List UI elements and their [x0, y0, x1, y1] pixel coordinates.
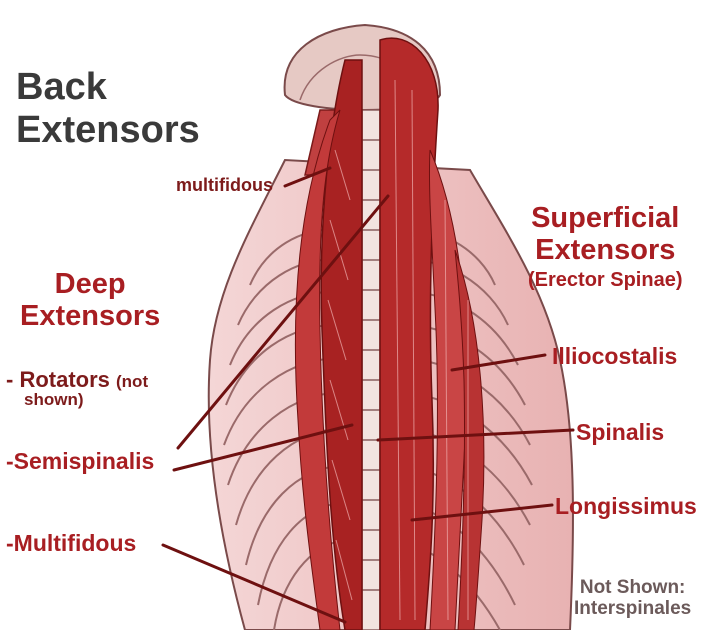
superficial-line-1: Superficial	[531, 202, 680, 234]
label-spinalis: Spinalis	[576, 419, 665, 445]
not-shown-note: Not Shown: Interspinales	[574, 577, 692, 620]
rotators-note-2: shown)	[24, 390, 84, 410]
label-multifidous-top: multifidous	[176, 175, 273, 195]
rotators-note-1: (not	[116, 372, 149, 391]
leader-multifidous-top	[283, 166, 332, 188]
deep-line-1: Deep	[54, 268, 126, 300]
spine	[361, 109, 381, 630]
leader-multifidous	[161, 543, 347, 624]
leader-illiocostalis	[450, 353, 547, 372]
rotators-text: - Rotators	[6, 367, 110, 392]
leader-semispinalis	[172, 423, 354, 472]
label-longissimus: Longissimus	[555, 493, 697, 519]
not-shown-line-2: Interspinales	[574, 597, 692, 619]
superficial-line-2: Extensors	[535, 234, 676, 267]
label-multifidous: -Multifidous	[6, 530, 137, 556]
leader-rotators	[176, 194, 390, 450]
superficial-muscles	[379, 37, 485, 630]
deep-extensors-heading: Deep Extensors	[20, 268, 160, 333]
deep-muscles	[294, 59, 363, 630]
leader-longissimus	[410, 503, 554, 522]
deep-line-2: Extensors	[20, 300, 161, 333]
erector-spinae-subtitle: (Erector Spinae)	[528, 268, 683, 291]
leader-spinalis	[376, 428, 575, 442]
label-semispinalis: -Semispinalis	[6, 448, 155, 474]
label-rotators: - Rotators (not shown)	[6, 368, 148, 409]
not-shown-line-1: Not Shown:	[579, 577, 686, 598]
title-line-1: Back	[16, 66, 107, 108]
leader-lines	[161, 166, 575, 624]
diagram-title: Back Extensors	[16, 66, 200, 151]
label-illiocostalis: Illiocostalis	[552, 343, 678, 369]
superficial-extensors-heading: Superficial Extensors (Erector Spinae)	[528, 202, 682, 291]
title-line-2: Extensors	[16, 108, 200, 151]
